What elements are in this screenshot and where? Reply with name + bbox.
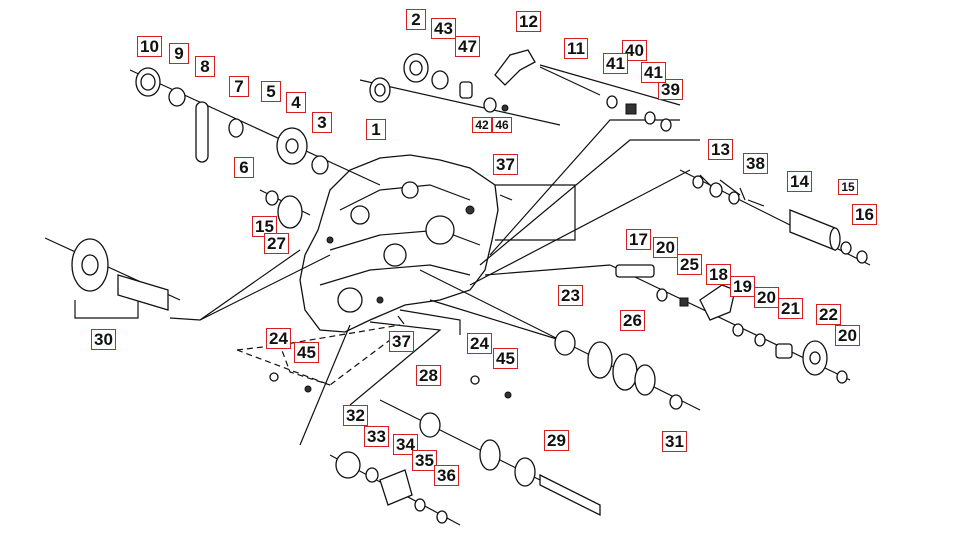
callout-label: 20 [653,237,678,258]
callout-label: 9 [169,43,189,64]
callout-label: 24 [266,328,291,349]
callout-label: 41 [641,62,666,83]
callout-label: 35 [412,450,437,471]
callout-label: 20 [754,287,779,308]
callout-label: 12 [516,11,541,32]
callout-label: 25 [677,254,702,275]
callout-label: 19 [730,276,755,297]
callout-label: 16 [852,204,877,225]
callout-label: 15 [252,216,277,237]
callout-label: 37 [389,331,414,352]
callout-label: 20 [835,325,860,346]
callout-label: 32 [343,405,368,426]
callout-label: 36 [434,465,459,486]
callout-label: 2 [406,9,426,30]
callout-label: 10 [137,36,162,57]
callout-label: 37 [493,154,518,175]
callout-label: 23 [558,285,583,306]
callout-label: 21 [778,298,803,319]
callout-label: 45 [493,348,518,369]
callout-label: 4 [286,92,306,113]
callout-label: 13 [708,139,733,160]
callout-label: 38 [743,153,768,174]
callout-label: 39 [658,79,683,100]
callout-label: 41 [603,53,628,74]
callout-label: 22 [816,304,841,325]
callout-label: 27 [264,233,289,254]
callout-label: 42 [472,117,492,133]
callout-label: 34 [393,434,418,455]
parts [71,49,868,524]
callout-label: 45 [294,342,319,363]
callout-label: 18 [706,264,731,285]
callout-label: 1 [366,119,386,140]
callout-label: 46 [492,117,512,133]
callout-label: 40 [622,40,647,61]
callout-label: 43 [431,18,456,39]
callout-label: 14 [787,171,812,192]
callout-label: 7 [229,76,249,97]
callout-label: 31 [662,431,687,452]
callout-label: 11 [564,38,588,59]
callout-label: 24 [467,333,492,354]
callout-label: 15 [838,179,858,195]
callout-label: 30 [91,329,116,350]
callout-label: 47 [455,36,480,57]
callout-label: 33 [364,426,389,447]
callout-label: 26 [620,310,645,331]
callout-label: 5 [261,81,281,102]
callout-label: 17 [626,229,651,250]
callout-label: 3 [312,112,332,133]
gearbox-housing [299,154,499,333]
callout-label: 8 [195,56,215,77]
callout-label: 6 [234,157,254,178]
callout-label: 28 [416,365,441,386]
callout-label: 29 [544,430,569,451]
